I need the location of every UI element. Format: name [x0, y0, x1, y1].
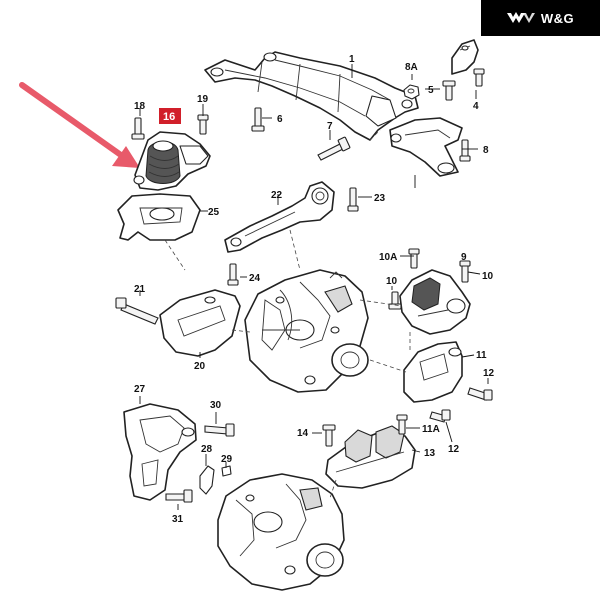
label-19: 19 [197, 94, 209, 105]
bolt-14 [322, 424, 336, 447]
bolt-23 [347, 187, 359, 212]
label-9-second: 10 [482, 271, 494, 282]
bolt-29 [221, 465, 232, 477]
wings-icon [506, 12, 535, 23]
bracket-27 [123, 403, 197, 501]
pointer-arrow [19, 82, 140, 168]
label-10: 10 [386, 276, 398, 287]
label-27: 27 [134, 384, 146, 395]
bolt-24 [227, 263, 239, 286]
label-21: 21 [134, 284, 146, 295]
label-28: 28 [201, 444, 213, 455]
label-4: 4 [473, 101, 479, 112]
bolt-12-upper [467, 387, 493, 401]
label-7: 7 [327, 121, 333, 132]
callout-16: 16 [159, 108, 181, 124]
nut-8a [403, 84, 420, 100]
bolt-10a [408, 248, 420, 269]
label-5: 5 [428, 85, 434, 96]
bolt-19 [197, 114, 209, 135]
bolt-8 [459, 139, 471, 162]
mount-13 [325, 425, 416, 489]
gearbox-upper [244, 269, 369, 393]
engine-mount-16 [133, 131, 211, 191]
bracket-28 [199, 465, 215, 495]
gearbox-lower [217, 473, 345, 591]
label-12-lower: 12 [448, 444, 460, 455]
label-8a: 8A [405, 62, 418, 73]
bolt-10 [388, 291, 402, 310]
bolt-18 [131, 117, 145, 140]
label-11a: 11A [422, 424, 440, 435]
bolt-12-lower [429, 409, 451, 423]
trans-mount-10 [399, 269, 471, 335]
label-23: 23 [374, 193, 386, 204]
bolt-21 [115, 297, 159, 325]
callout-labels: 1 8A 5 4 6 7 8 12 18 19 22 23 25 24 21 2… [134, 54, 495, 525]
bolt-5 [442, 80, 456, 101]
bolt-11a [396, 414, 408, 435]
bolt-9 [459, 260, 471, 283]
label-20: 20 [194, 361, 206, 372]
label-13: 13 [424, 448, 436, 459]
control-arm [389, 117, 463, 177]
heat-shield-25 [117, 193, 201, 241]
torque-rod-22 [224, 181, 335, 253]
bolt-6 [251, 107, 265, 132]
subframe [204, 51, 419, 141]
label-14: 14 [297, 428, 309, 439]
label-18: 18 [134, 101, 146, 112]
label-25: 25 [208, 207, 220, 218]
label-11: 11 [476, 350, 487, 361]
label-10a: 10A [379, 252, 397, 263]
bolt-30 [204, 423, 235, 437]
callout-16-label: 16 [163, 111, 175, 123]
brand-name: W&G [540, 10, 575, 26]
label-30: 30 [210, 400, 222, 411]
bolt-4 [473, 68, 485, 87]
brand-logo: W&G [481, 0, 600, 36]
label-1: 1 [349, 54, 355, 65]
label-8: 8 [483, 145, 489, 156]
label-9: 9 [461, 252, 467, 263]
bracket-11 [403, 341, 463, 403]
bolt-7 [317, 136, 351, 161]
leader-lines [139, 64, 489, 510]
label-31: 31 [172, 514, 184, 525]
assembly-guides [164, 129, 411, 499]
label-22: 22 [271, 190, 283, 201]
bolt-31 [165, 489, 193, 503]
label-6: 6 [277, 114, 283, 125]
label-12-upper: 12 [483, 368, 495, 379]
mount-bracket-top [451, 39, 479, 75]
bracket-20 [159, 289, 241, 357]
label-24: 24 [249, 273, 261, 284]
label-29: 29 [221, 454, 233, 465]
